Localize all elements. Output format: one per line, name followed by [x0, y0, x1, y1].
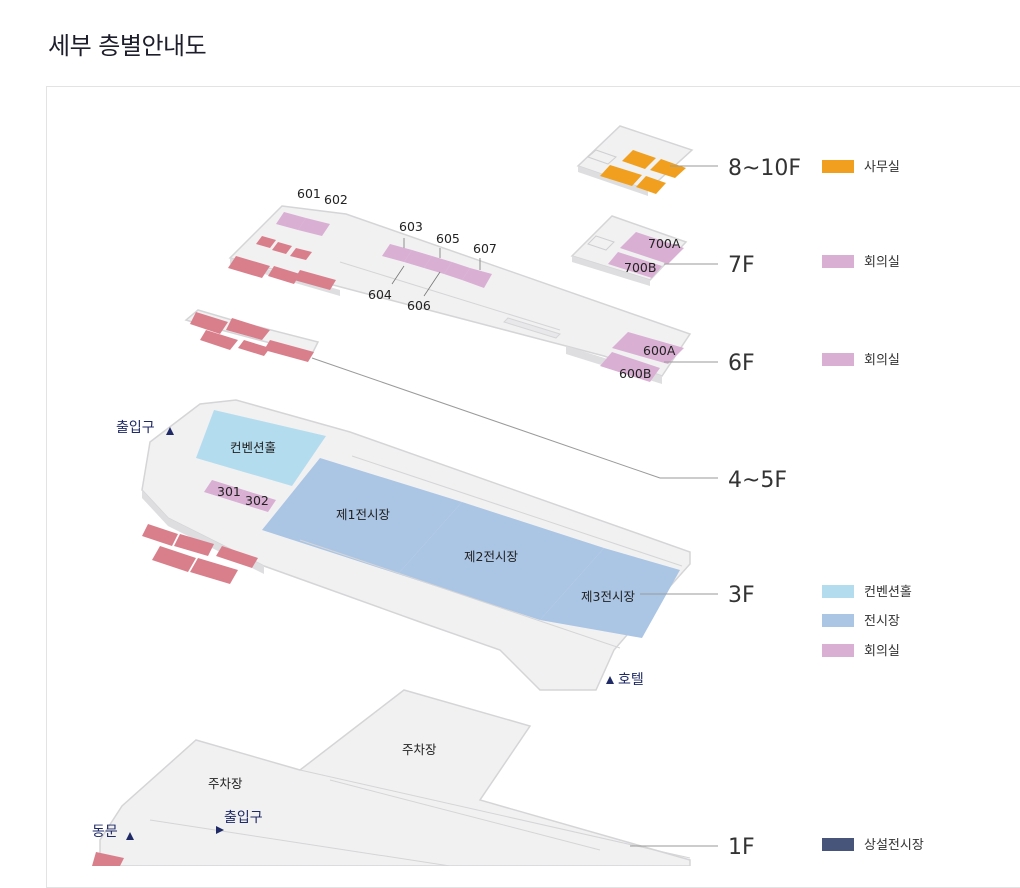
legend-swatch-meeting-6f: [822, 353, 854, 366]
restricted-area: [190, 312, 228, 334]
room-302[interactable]: [236, 490, 276, 512]
legend-label-meeting-7f: 회의실: [864, 255, 900, 270]
room-601[interactable]: [276, 212, 306, 230]
legend-swatch-office: [822, 160, 854, 173]
legend-swatch-permanent: [822, 838, 854, 851]
exhibition-hall-1[interactable]: [262, 458, 462, 574]
legend-label-meeting-3f: 회의실: [864, 644, 900, 659]
restricted-area: [228, 256, 270, 278]
hall-label-exhibition-2: 제2전시장: [464, 549, 518, 564]
east-gate-label[interactable]: 동문: [92, 824, 118, 840]
hall-label-convention: 컨벤션홀: [230, 440, 276, 455]
room-label-607: 607: [473, 241, 497, 256]
floor-7[interactable]: [570, 215, 718, 286]
hotel-label[interactable]: 호텔: [618, 672, 644, 688]
office-block: [650, 159, 686, 178]
office-block: [636, 176, 666, 194]
legend-swatch-convention: [822, 585, 854, 598]
floor-label-4-5: 4~5F: [728, 468, 787, 493]
floor-label-6: 6F: [728, 351, 755, 376]
room-label-700a: 700A: [648, 236, 681, 251]
restricted-area: [142, 524, 178, 546]
room-600a[interactable]: [612, 332, 684, 364]
floor-6[interactable]: [228, 205, 718, 384]
room-301[interactable]: [204, 480, 244, 502]
floor-label-1: 1F: [728, 835, 755, 860]
room-607[interactable]: [462, 268, 492, 288]
floor-label-7: 7F: [728, 253, 755, 278]
area-label-parking-lower: 주차장: [208, 776, 243, 791]
room-label-601: 601: [297, 186, 321, 201]
restricted-area: [216, 546, 258, 568]
restricted-area: [238, 340, 270, 356]
restricted-area: [92, 852, 124, 866]
legend-label-meeting-6f: 회의실: [864, 353, 900, 368]
room-label-600a: 600A: [643, 343, 676, 358]
restricted-area: [174, 534, 214, 556]
area-label-parking-upper: 주차장: [402, 742, 437, 757]
entrance-arrow-icon: [166, 427, 174, 435]
hotel-arrow-icon: [606, 676, 614, 684]
hall-label-exhibition-1: 제1전시장: [336, 507, 390, 522]
floor-8-10[interactable]: [576, 125, 718, 196]
legend-label-exhibition: 전시장: [864, 614, 900, 629]
room-label-600b: 600B: [619, 366, 651, 381]
room-602[interactable]: [298, 218, 330, 236]
restricted-area: [152, 546, 196, 572]
entrance-label-3f[interactable]: 출입구: [116, 420, 155, 436]
restricted-area: [226, 318, 270, 340]
page-title: 세부 층별안내도: [48, 32, 207, 60]
room-label-602: 602: [324, 192, 348, 207]
restricted-area: [268, 266, 300, 284]
room-label-605: 605: [436, 231, 460, 246]
floor-3[interactable]: [141, 399, 718, 691]
office-block: [622, 150, 656, 169]
room-603[interactable]: [382, 244, 412, 262]
floor-map: 8~10F 사무실 700A 700B 7F 회의실: [92, 125, 924, 866]
legend-label-office: 사무실: [864, 160, 900, 175]
floor-label-8-10: 8~10F: [728, 156, 801, 181]
room-606[interactable]: [444, 262, 470, 280]
room-label-604: 604: [368, 287, 392, 302]
room-label-603: 603: [399, 219, 423, 234]
exhibition-hall-3[interactable]: [540, 548, 680, 638]
room-605[interactable]: [424, 256, 452, 274]
restricted-area: [290, 248, 312, 260]
legend-swatch-meeting-3f: [822, 644, 854, 657]
room-label-700b: 700B: [624, 260, 656, 275]
room-600b[interactable]: [600, 352, 660, 382]
legend-label-permanent: 상설전시장: [864, 838, 924, 853]
room-604[interactable]: [404, 250, 432, 268]
room-label-301: 301: [217, 484, 241, 499]
legend-label-convention: 컨벤션홀: [864, 585, 912, 600]
legend-swatch-meeting-7f: [822, 255, 854, 268]
room-label-606: 606: [407, 298, 431, 313]
restricted-area: [272, 242, 292, 254]
floor-4-5[interactable]: [184, 309, 718, 479]
restricted-area: [256, 236, 276, 248]
floor-label-3: 3F: [728, 583, 755, 608]
hall-label-exhibition-3: 제3전시장: [581, 589, 635, 604]
restricted-area: [294, 270, 336, 290]
restricted-area: [190, 558, 238, 584]
entrance-arrow-icon: [216, 826, 224, 834]
room-700b[interactable]: [608, 252, 662, 278]
room-label-302: 302: [245, 493, 269, 508]
restricted-area: [264, 340, 314, 362]
restricted-area: [200, 330, 238, 350]
east-gate-arrow-icon: [126, 832, 134, 840]
legend-swatch-exhibition: [822, 614, 854, 627]
entrance-label-1f[interactable]: 출입구: [224, 810, 263, 826]
office-block: [600, 165, 642, 186]
floor-1[interactable]: [92, 689, 718, 866]
room-700a[interactable]: [620, 232, 684, 264]
convention-hall[interactable]: [196, 410, 326, 486]
